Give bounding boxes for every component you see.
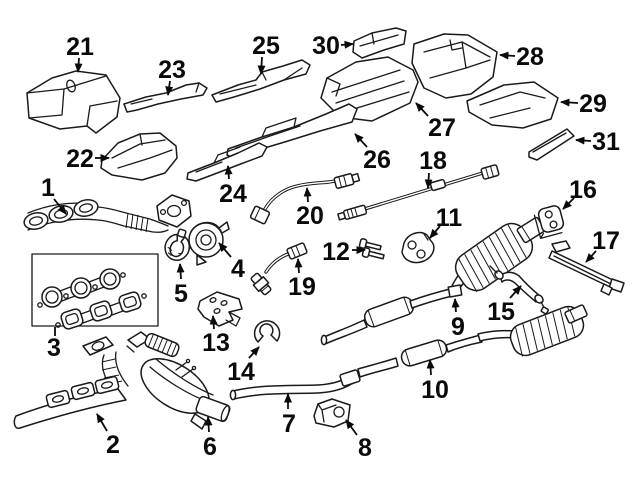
callout-label-22: 22 — [66, 145, 94, 173]
callout-label-18: 18 — [419, 147, 447, 175]
callout-label-30: 30 — [312, 32, 340, 60]
callout-arrow-20 — [303, 187, 312, 203]
callout-label-2: 2 — [106, 431, 120, 459]
callout-layer: 1234567891011121314151617181920212223242… — [41, 32, 620, 462]
callout-label-20: 20 — [296, 202, 324, 230]
part-28-heat-shield-rear-left — [411, 33, 498, 99]
part-17-support-cross-bar — [548, 240, 625, 296]
part-2-exhaust-manifold-left — [13, 336, 129, 430]
callout-label-15: 15 — [487, 298, 515, 326]
callout-arrow-25 — [257, 56, 266, 75]
callout-label-19: 19 — [288, 273, 316, 301]
callout-arrow-5 — [176, 263, 185, 280]
part-7-front-exhaust-pipe — [229, 369, 361, 401]
callout-label-28: 28 — [516, 43, 544, 71]
part-5-exhaust-clamp — [164, 228, 191, 261]
callout-arrow-17 — [585, 250, 597, 263]
callout-label-27: 27 — [428, 114, 456, 142]
callout-label-11: 11 — [436, 204, 463, 232]
part-4-exhaust-flange-coupling — [183, 221, 230, 266]
callout-label-14: 14 — [227, 358, 255, 386]
callout-label-21: 21 — [66, 33, 94, 61]
callout-arrow-23 — [165, 80, 174, 96]
callout-label-16: 16 — [569, 176, 597, 204]
callout-arrow-30 — [340, 40, 354, 49]
part-31-heat-shield-strip-flat — [528, 128, 575, 161]
callout-arrow-9 — [451, 298, 460, 313]
part-3-manifold-gasket-set — [31, 253, 159, 330]
callout-arrow-21 — [74, 57, 83, 73]
part-10-muffler-pipe-right — [357, 304, 588, 378]
callout-label-4: 4 — [231, 255, 245, 283]
part-30-heat-shield-strip-small — [352, 27, 407, 59]
callout-arrow-19 — [294, 258, 303, 274]
callout-arrow-29 — [560, 98, 579, 107]
part-24-heat-shield-rail-2 — [186, 142, 268, 182]
callout-arrow-18 — [424, 172, 433, 189]
callout-label-3: 3 — [47, 334, 61, 362]
callout-label-29: 29 — [579, 90, 607, 118]
callout-label-17: 17 — [592, 227, 620, 255]
part-22-heat-shield-front-center — [100, 132, 178, 181]
callout-arrow-28 — [499, 51, 516, 60]
part-16-rubber-mount-block — [533, 205, 565, 239]
callout-arrow-6 — [204, 416, 213, 433]
callout-label-31: 31 — [592, 128, 620, 156]
part-25-heat-shield-rail-3 — [211, 59, 311, 103]
callout-arrow-13 — [209, 315, 218, 330]
part-14-clamp-clip — [253, 320, 281, 343]
callout-label-12: 12 — [322, 238, 350, 266]
part-18-oxygen-sensor-rear — [337, 164, 500, 221]
callout-label-6: 6 — [203, 433, 217, 461]
part-20-oxygen-sensor-cable — [249, 172, 361, 225]
callout-label-5: 5 — [174, 280, 188, 308]
callout-label-26: 26 — [363, 146, 391, 174]
part-19-oxygen-sensor-front — [250, 242, 308, 296]
callout-arrow-10 — [426, 359, 435, 376]
callout-arrow-24 — [224, 165, 233, 180]
part-29-heat-shield-rear-right — [466, 81, 559, 129]
callout-arrow-1 — [53, 198, 67, 215]
callout-arrow-8 — [345, 419, 358, 436]
callout-label-1: 1 — [41, 174, 55, 202]
callout-arrow-16 — [562, 197, 575, 210]
callout-arrow-15 — [509, 285, 522, 299]
part-23-heat-shield-rail-1 — [123, 82, 208, 113]
callout-label-23: 23 — [158, 56, 186, 84]
callout-arrow-31 — [575, 136, 592, 145]
callout-label-13: 13 — [202, 329, 230, 357]
callout-arrow-27 — [415, 102, 429, 117]
callout-arrow-14 — [248, 346, 260, 359]
callout-label-8: 8 — [358, 434, 372, 462]
part-6-catalytic-converter — [126, 331, 231, 430]
callout-arrow-2 — [96, 413, 108, 432]
callout-arrow-26 — [354, 133, 368, 148]
callout-label-7: 7 — [282, 410, 296, 438]
callout-label-25: 25 — [252, 32, 280, 60]
callout-label-24: 24 — [219, 180, 247, 208]
callout-label-10: 10 — [421, 376, 449, 404]
callout-arrow-11 — [429, 225, 441, 239]
part-13-mounting-bracket — [197, 291, 243, 327]
part-21-heat-shield-front-left — [26, 70, 121, 134]
part-8-support-bracket — [313, 398, 351, 428]
callout-arrow-4 — [218, 242, 232, 258]
callout-label-9: 9 — [451, 313, 465, 341]
part-11-rubber-exhaust-hanger — [401, 231, 435, 264]
